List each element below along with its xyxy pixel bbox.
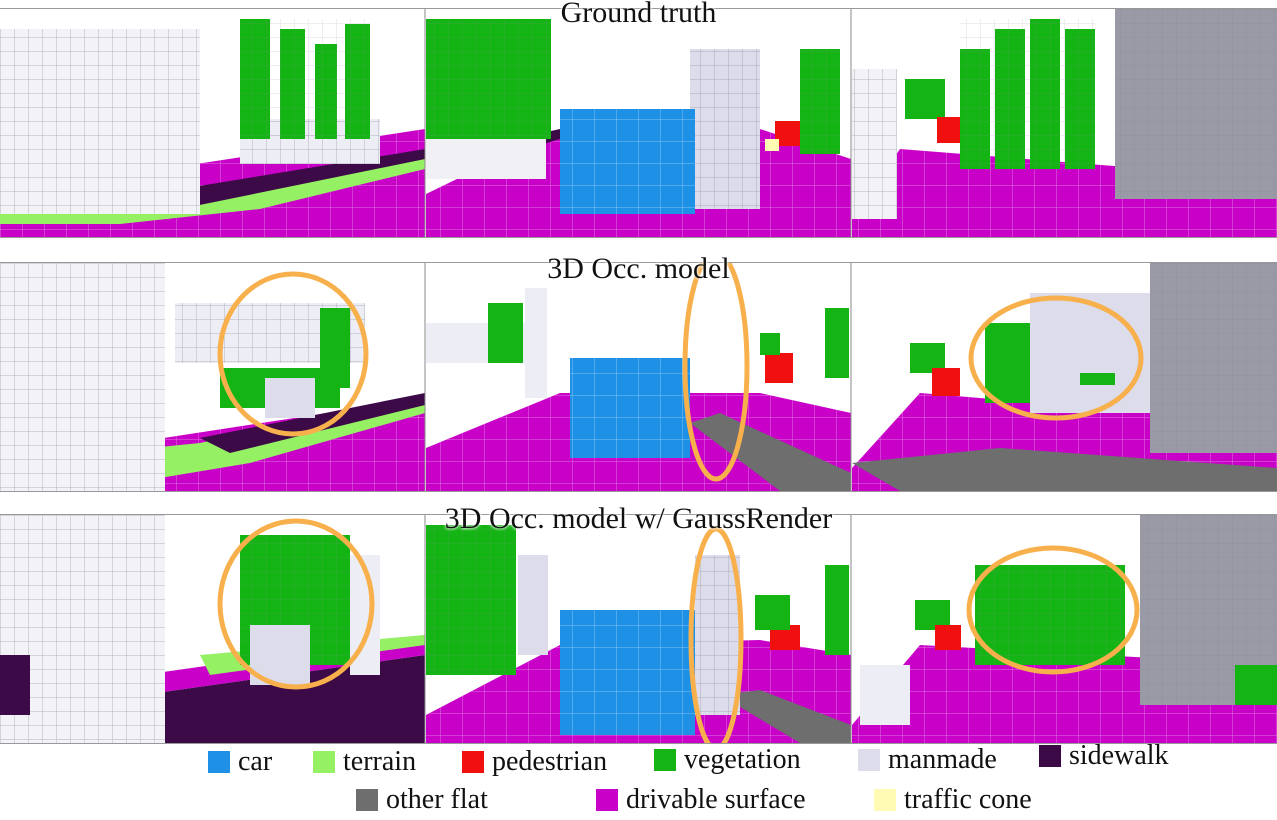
row-title: 3D Occ. model w/ GaussRender	[444, 502, 833, 535]
row-title: 3D Occ. model	[547, 252, 730, 285]
row-3d-occ-model: 3D Occ. model	[0, 248, 1277, 493]
legend-swatch	[654, 749, 676, 771]
highlight-ellipse	[688, 526, 744, 743]
panel-center	[426, 9, 851, 237]
panel-left	[0, 263, 425, 491]
legend-swatch	[208, 751, 230, 773]
row-gaussrender: 3D Occ. model w/ GaussRender	[0, 504, 1277, 744]
legend-swatch	[874, 789, 896, 811]
legend-item-vegetation: vegetation	[654, 746, 801, 774]
legend-swatch	[596, 789, 618, 811]
legend-swatch	[313, 751, 335, 773]
legend-item-drivable-surface: drivable surface	[596, 786, 806, 814]
legend-swatch	[462, 751, 484, 773]
legend-item-sidewalk: sidewalk	[1039, 742, 1169, 770]
row-title: Ground truth	[560, 0, 717, 29]
highlight-ellipse	[968, 295, 1144, 421]
panel-center	[426, 263, 851, 491]
legend-label: manmade	[888, 744, 997, 775]
legend-label: traffic cone	[904, 784, 1032, 815]
render-strip-ground-truth	[0, 8, 1277, 238]
legend: car terrain pedestrian vegetation manmad…	[0, 742, 1277, 820]
legend-item-terrain: terrain	[313, 748, 416, 776]
panel-center	[426, 515, 851, 743]
legend-label: vegetation	[684, 744, 801, 775]
legend-swatch	[356, 789, 378, 811]
panel-right	[852, 9, 1277, 237]
legend-label: terrain	[343, 746, 417, 777]
row-ground-truth: Ground truth	[0, 0, 1277, 238]
render-strip-3d-occ-model	[0, 262, 1277, 492]
legend-item-car: car	[208, 748, 272, 776]
legend-item-traffic-cone: traffic cone	[874, 786, 1032, 814]
highlight-ellipse	[217, 271, 369, 437]
legend-item-other-flat: other flat	[356, 786, 488, 814]
highlight-ellipse	[682, 263, 750, 482]
occupancy-render	[0, 263, 1277, 491]
highlight-ellipse	[966, 545, 1140, 675]
legend-item-manmade: manmade	[858, 746, 997, 774]
legend-label: car	[238, 746, 273, 777]
legend-label: pedestrian	[492, 746, 608, 777]
highlight-ellipse	[217, 518, 375, 690]
legend-item-pedestrian: pedestrian	[462, 748, 607, 776]
render-strip-gaussrender	[0, 514, 1277, 744]
legend-swatch	[858, 749, 880, 771]
legend-label: other flat	[386, 784, 488, 815]
legend-swatch	[1039, 745, 1061, 767]
legend-label: sidewalk	[1069, 740, 1169, 771]
panel-right	[852, 515, 1277, 743]
occupancy-render	[0, 9, 1277, 237]
panel-left	[0, 515, 425, 743]
legend-label: drivable surface	[626, 784, 806, 815]
panel-right	[852, 263, 1277, 491]
occupancy-render	[0, 515, 1277, 743]
panel-left	[0, 9, 425, 237]
